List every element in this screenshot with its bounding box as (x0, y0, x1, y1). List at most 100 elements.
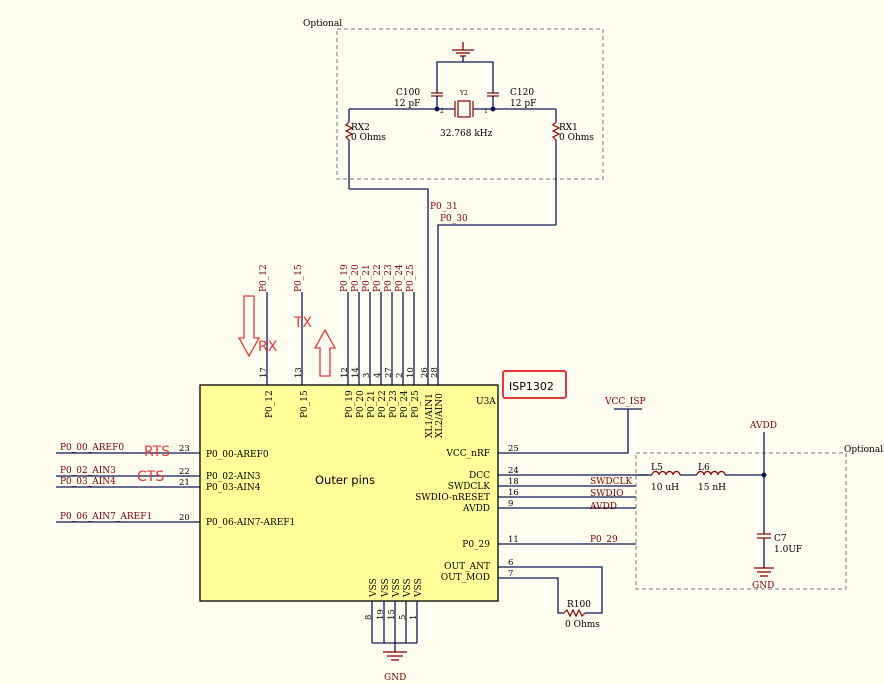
svg-text:VSS: VSS (381, 578, 391, 598)
right-pin-names: VCC_nRF DCC SWDCLK SWDIO-nRESET AVDD P0_… (415, 449, 490, 583)
net-left-p0-03: P0_03_AIN4 (60, 477, 116, 487)
svg-text:P0_15: P0_15 (300, 390, 310, 418)
tx-arrow-icon (313, 328, 337, 377)
svg-text:23: 23 (179, 444, 190, 454)
cts-annotation: CTS (137, 469, 164, 485)
rx-arrow-icon (237, 295, 261, 358)
svg-text:8: 8 (364, 615, 374, 620)
net-left-p0-06: P0_06_AIN7_AREF1 (60, 512, 152, 522)
svg-text:9: 9 (508, 499, 513, 509)
right-pin-numbers: 25 24 18 16 9 11 6 7 (508, 444, 519, 579)
c120-value: 12 pF (510, 99, 536, 109)
svg-text:P0_23: P0_23 (389, 390, 399, 418)
svg-text:5: 5 (398, 615, 408, 620)
svg-text:P0_12: P0_12 (265, 390, 275, 418)
svg-text:P0_20: P0_20 (356, 390, 366, 418)
svg-text:17: 17 (259, 367, 269, 378)
svg-text:21: 21 (179, 478, 190, 488)
svg-text:P0_00-AREF0: P0_00-AREF0 (206, 450, 269, 460)
svg-text:P0_02-AIN3: P0_02-AIN3 (206, 472, 261, 482)
c7-value: 1.0UF (774, 545, 802, 555)
net-p0-29: P0_29 (590, 535, 618, 545)
net-avdd: AVDD (589, 502, 617, 512)
chip-part: U3A (476, 397, 496, 407)
svg-text:VSS: VSS (392, 578, 402, 598)
svg-text:SWDCLK: SWDCLK (448, 482, 490, 492)
svg-text:14: 14 (351, 367, 361, 378)
rx2-ref: RX2 (351, 123, 370, 133)
svg-text:18: 18 (508, 477, 519, 487)
gnd-bottom-label: GND (384, 673, 406, 683)
tx-annotation: TX (293, 315, 313, 331)
top-nets: P0_12 P0_15 P0_19 P0_20 P0_21 P0_22 P0_2… (259, 264, 416, 385)
net-top-p0-25: P0_25 (406, 264, 416, 292)
crystal-ground-symbol (452, 42, 474, 57)
svg-text:6: 6 (508, 558, 513, 568)
svg-text:27: 27 (384, 367, 394, 378)
svg-text:25: 25 (508, 444, 519, 454)
rx2-value: 0 Ohms (351, 133, 386, 143)
c100-value: 12 pF (394, 99, 420, 109)
svg-text:XL1/AIN1: XL1/AIN1 (425, 393, 435, 438)
net-left-p0-00: P0_00_AREF0 (60, 443, 124, 453)
optional-label-right: Optional (844, 445, 883, 455)
svg-text:22: 22 (179, 467, 190, 477)
svg-text:12: 12 (340, 367, 350, 378)
net-vcc-isp: VCC_ISP (604, 397, 646, 407)
crystal-frequency: 32.768 kHz (440, 129, 493, 139)
svg-text:VSS: VSS (414, 578, 424, 598)
svg-text:VSS: VSS (403, 578, 413, 598)
svg-text:P0_29: P0_29 (462, 540, 490, 550)
svg-text:26: 26 (420, 367, 430, 378)
top-pin-names: P0_12 P0_15 P0_19 P0_20 P0_21 P0_22 P0_2… (265, 390, 445, 438)
c100-ref: C100 (396, 88, 420, 98)
net-left-p0-02: P0_02_AIN3 (60, 466, 116, 476)
ground-symbol-bottom (383, 651, 407, 661)
filter-gnd-label: GND (752, 581, 774, 591)
svg-text:15: 15 (387, 609, 397, 620)
isp-annotation: ISP1302 (509, 380, 554, 393)
resistor-rx1 (551, 121, 561, 141)
net-avdd-top: AVDD (749, 421, 777, 431)
r100-ref: R100 (567, 600, 591, 610)
svg-text:3: 3 (362, 373, 372, 378)
resistor-rx2 (344, 121, 354, 141)
svg-text:16: 16 (508, 488, 519, 498)
crystal-pin2: 2 (440, 108, 444, 115)
svg-text:VSS: VSS (369, 578, 379, 598)
filter-ground-symbol (754, 567, 774, 577)
net-p0-30: P0_30 (440, 214, 468, 224)
net-top-p0-22: P0_22 (373, 264, 383, 292)
l5-ref: L5 (651, 463, 663, 473)
left-pins: P0_00_AREF0 P0_02_AIN3 P0_03_AIN4 P0_06_… (56, 443, 295, 528)
rx-annotation: RX (258, 339, 278, 355)
svg-text:OUT_ANT: OUT_ANT (444, 562, 490, 572)
crystal-ref: Y2 (459, 90, 468, 97)
svg-text:10: 10 (406, 367, 416, 378)
optional-box-filter (635, 452, 847, 590)
net-p0-31: P0_31 (430, 202, 458, 212)
rx1-ref: RX1 (559, 123, 578, 133)
net-top-p0-21: P0_21 (362, 264, 372, 292)
net-top-p0-20: P0_20 (351, 264, 361, 292)
svg-text:P0_21: P0_21 (367, 390, 377, 418)
l6-value: 15 nH (698, 483, 726, 493)
capacitor-c100 (431, 92, 443, 97)
svg-text:DCC: DCC (469, 471, 490, 481)
chip-body (199, 384, 499, 602)
junction (490, 106, 496, 112)
junction (434, 106, 440, 112)
bottom-pins: VSS VSS VSS VSS VSS 8 19 15 5 1 (364, 578, 424, 652)
net-top-p0-12: P0_12 (259, 264, 269, 292)
svg-text:AVDD: AVDD (462, 504, 490, 514)
svg-text:11: 11 (508, 535, 519, 545)
capacitor-c7 (757, 533, 771, 539)
top-pin-numbers: 17 13 12 14 3 4 27 2 10 26 28 (259, 367, 440, 378)
l5-value: 10 uH (651, 483, 679, 493)
inductor-l6 (696, 470, 726, 476)
net-swdclk: SWDCLK (590, 477, 632, 487)
svg-text:2: 2 (395, 373, 405, 378)
svg-text:13: 13 (294, 367, 304, 378)
optional-box-crystal (336, 28, 604, 180)
